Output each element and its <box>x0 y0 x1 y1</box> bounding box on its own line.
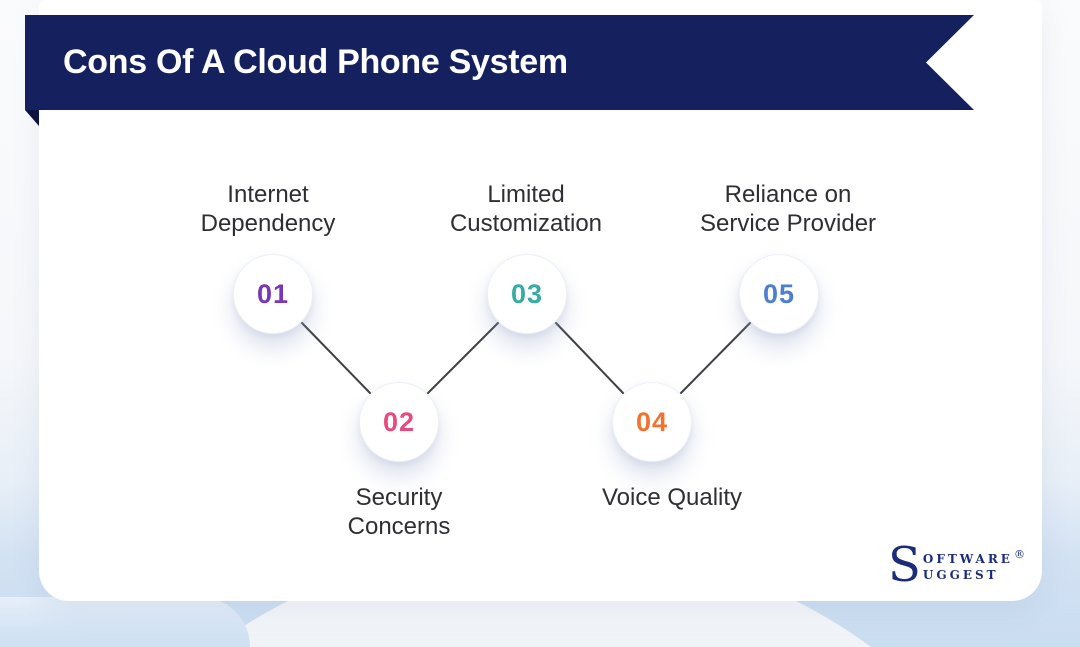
softwaresuggest-logo: S oftware ® uggest <box>888 537 1025 593</box>
logo-initial: S <box>888 537 921 593</box>
title-ribbon: Cons Of A Cloud Phone System <box>25 15 974 110</box>
node-number-01: 01 <box>256 278 290 309</box>
logo-line1: oftware <box>922 548 1013 568</box>
node-label-internet-dependency: Internet Dependency <box>200 181 336 237</box>
node-number-03: 03 <box>510 278 544 309</box>
logo-line2: uggest <box>922 564 999 584</box>
node-label-limited-customization: Limited Customization <box>449 181 603 237</box>
page-title: Cons Of A Cloud Phone System <box>63 43 568 81</box>
node-number-02: 02 <box>382 406 416 437</box>
bottom-left-accent <box>0 597 250 647</box>
node-number-05: 05 <box>762 278 796 309</box>
node-circle-05: 05 <box>739 254 819 334</box>
node-label-voice-quality: Voice Quality <box>601 484 743 511</box>
node-number-04: 04 <box>635 406 669 437</box>
node-circle-02: 02 <box>359 382 439 462</box>
node-circle-01: 01 <box>233 254 313 334</box>
node-label-reliance-on-service-provider: Reliance on Service Provider <box>699 181 877 237</box>
node-circle-03: 03 <box>487 254 567 334</box>
ribbon-fold <box>25 110 39 126</box>
registered-trademark-icon: ® <box>1013 548 1025 561</box>
node-label-security-concerns: Security Concerns <box>347 484 451 540</box>
node-circle-04: 04 <box>612 382 692 462</box>
